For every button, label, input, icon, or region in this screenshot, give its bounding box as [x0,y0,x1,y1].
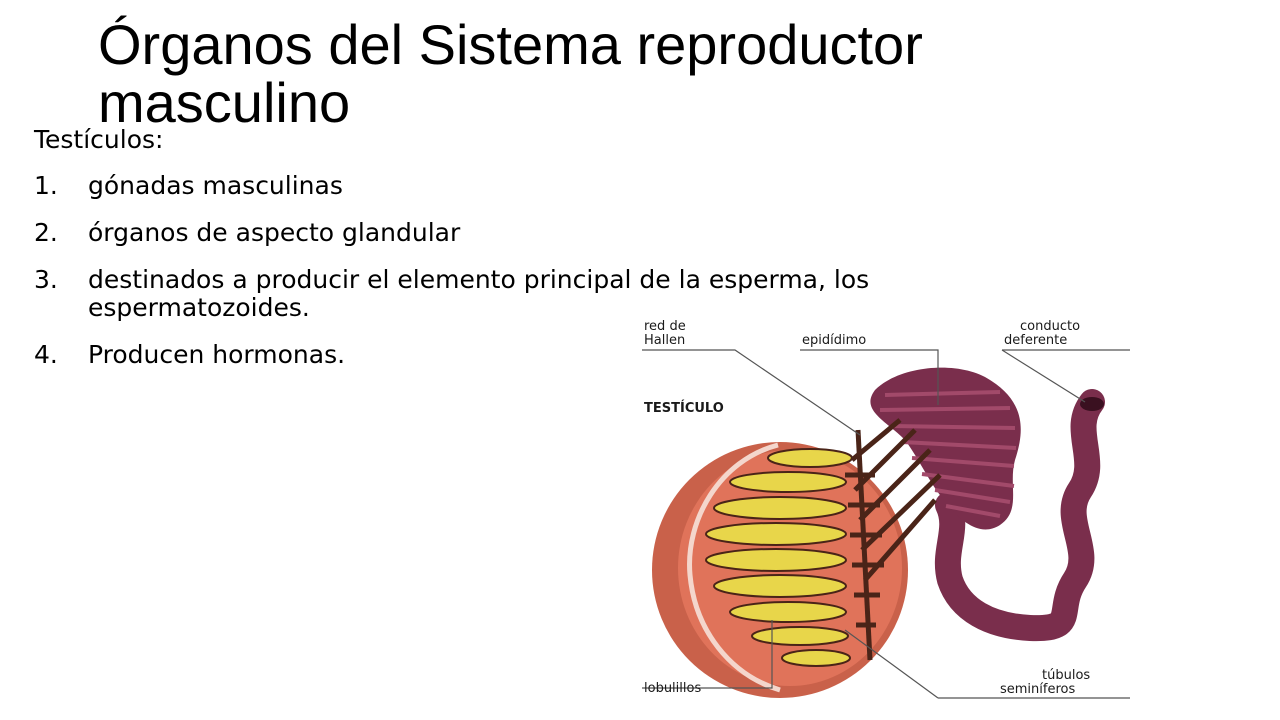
list-item: 4. Producen hormonas. [34,341,1044,369]
list-item-text: destinados a producir el elemento princi… [88,265,870,322]
tunica-edge [687,442,781,693]
label-epididimo: epidídimo [802,333,866,348]
label-conducto-line2: deferente [1004,333,1067,348]
label-red-de-hallen-line1: red de [644,319,686,334]
list-item-number: 4. [34,340,58,369]
label-conducto-line1: conducto [1020,319,1080,334]
numbered-list: 1. gónadas masculinas 2. órganos de aspe… [34,172,1044,369]
list-item-text: Producen hormonas. [88,340,346,369]
vas-deferens-opening [1080,397,1104,411]
list-item-number: 3. [34,265,58,294]
label-tubulos-line1: túbulos [1042,668,1090,683]
list-item-number: 1. [34,171,58,200]
vas-deferens [934,389,1105,642]
epididymis-folds [879,390,1017,518]
list-item-text: órganos de aspecto glandular [88,218,461,247]
intro-heading: Testículos: [34,125,164,154]
leader-lines [642,349,1130,699]
list-item: 2. órganos de aspecto glandular [34,219,1044,247]
rete-testis [845,418,942,661]
list-item: 1. gónadas masculinas [34,172,1044,200]
list-item-number: 2. [34,218,58,247]
label-tubulos-line2: seminíferos [1000,682,1075,697]
label-red-de-hallen-line2: Hallen [644,333,685,348]
slide-body: Testículos: 1. gónadas masculinas 2. órg… [34,122,1044,388]
list-item-text: gónadas masculinas [88,171,343,200]
list-item: 3. destinados a producir el elemento pri… [34,266,1044,322]
lobules [705,448,853,667]
slide-title: Órganos del Sistema reproductor masculin… [98,13,923,134]
label-lobulillos: lobulillos [644,681,701,696]
testis-illustration: red de Hallen epidídimo conducto deferen… [642,319,1130,699]
label-testiculo: TESTÍCULO [644,400,724,416]
testis-diagram: red de Hallen epidídimo conducto deferen… [630,310,1140,710]
